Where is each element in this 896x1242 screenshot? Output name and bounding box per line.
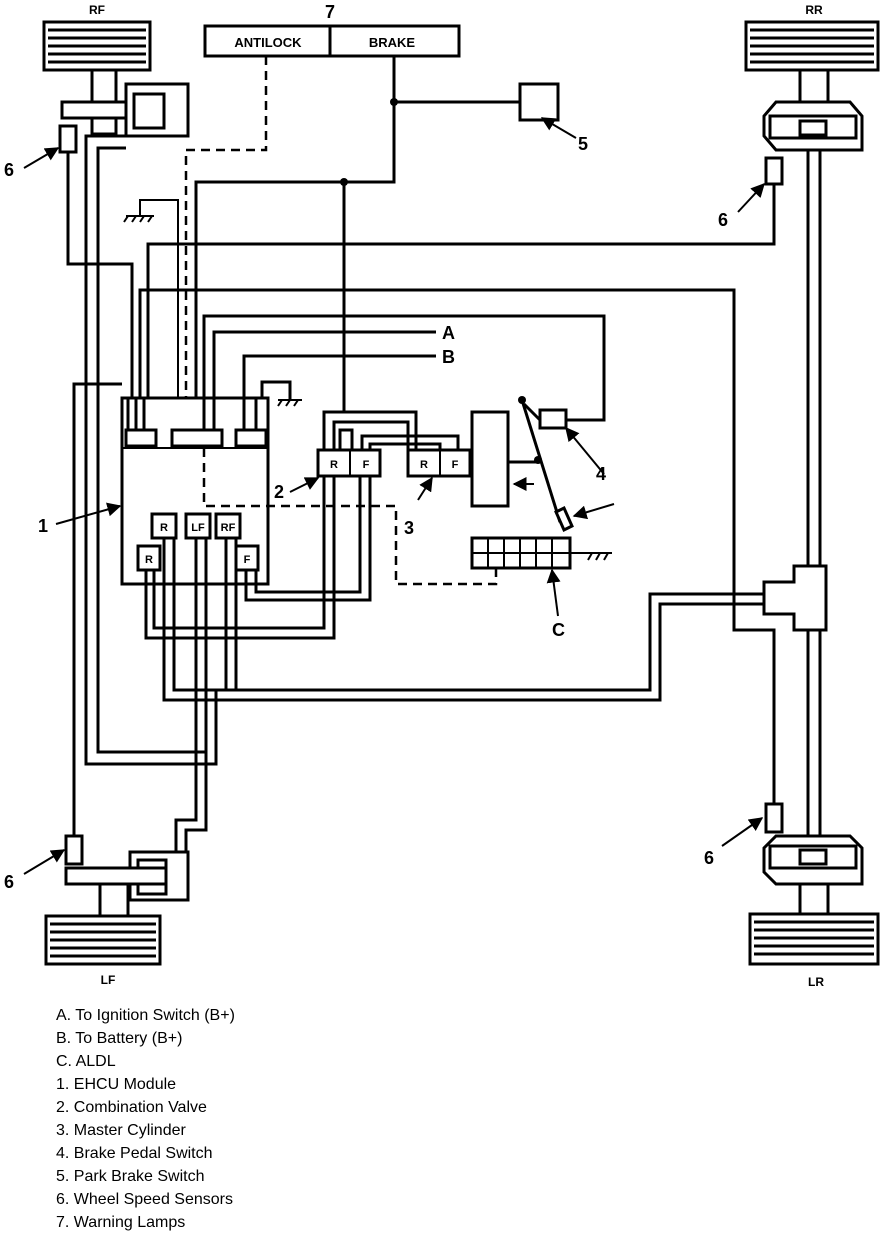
port-lf: LF <box>191 522 205 534</box>
park-brake-switch <box>518 82 560 122</box>
sensor-wiring <box>66 152 776 836</box>
port-r: R <box>145 554 153 566</box>
callout-4: 4 <box>596 464 606 484</box>
legend-item-2: 2. Combination Valve <box>56 1099 207 1116</box>
legend-item-7: 7. Warning Lamps <box>56 1214 186 1231</box>
rf-speed-sensor <box>58 124 78 154</box>
warning-lamps-number: 7 <box>325 2 335 22</box>
legend-item-b: B. To Battery (B+) <box>56 1030 183 1047</box>
module-ports <box>136 512 260 572</box>
lr-tire <box>748 912 880 966</box>
callout-3: 3 <box>404 518 414 538</box>
rr-speed-sensor <box>764 156 784 186</box>
master-cyl-r: R <box>420 459 428 471</box>
aldl-data-wire <box>202 448 498 586</box>
master-cyl-f: F <box>452 459 459 471</box>
combination-valve <box>316 410 460 478</box>
lr-hub <box>762 834 864 916</box>
callout-1: 1 <box>38 516 48 536</box>
legend-item-1: 1. EHCU Module <box>56 1076 177 1093</box>
rear-axle <box>762 150 828 836</box>
brake-pedal-switch <box>538 408 568 430</box>
aldl-connector <box>470 536 612 570</box>
hydraulic-lines <box>144 474 764 852</box>
rf-label: RF <box>89 3 105 17</box>
legend-item-5: 5. Park Brake Switch <box>56 1168 205 1185</box>
brake-lamp-wiring <box>194 56 520 430</box>
warning-lamps <box>203 24 461 58</box>
callout-c: C <box>552 620 565 640</box>
port-rf: RF <box>221 522 236 534</box>
callout-6-lr: 6 <box>704 848 714 868</box>
legend-item-a: A. To Ignition Switch (B+) <box>56 1007 235 1024</box>
legend-item-4: 4. Brake Pedal Switch <box>56 1145 213 1162</box>
legend-item-6: 6. Wheel Speed Sensors <box>56 1191 233 1208</box>
ground-top <box>123 199 179 430</box>
brake-pedal <box>518 396 615 533</box>
antilock-lamp-wire <box>184 56 268 430</box>
callout-6-rr: 6 <box>718 210 728 230</box>
legend-item-3: 3. Master Cylinder <box>56 1122 186 1139</box>
legend-item-c: C. ALDL <box>56 1053 116 1070</box>
rr-label: RR <box>805 3 823 17</box>
legend: A. To Ignition Switch (B+) B. To Battery… <box>56 1004 476 1234</box>
callout-b: B <box>442 347 455 367</box>
lr-label: LR <box>808 975 824 989</box>
rf-hub <box>60 68 190 138</box>
ehcu-power-wires <box>202 314 606 430</box>
brake-lamp-label: BRAKE <box>369 35 416 50</box>
comb-valve-r: R <box>330 459 338 471</box>
callout-a: A <box>442 323 455 343</box>
port-f: F <box>244 554 251 566</box>
lr-speed-sensor <box>764 802 784 834</box>
port-r-top: R <box>160 522 168 534</box>
callout-2: 2 <box>274 482 284 502</box>
callout-5: 5 <box>578 134 588 154</box>
comb-valve-f: F <box>363 459 370 471</box>
callout-6-lf: 6 <box>4 872 14 892</box>
rr-hub <box>762 68 864 152</box>
lf-tire <box>44 914 162 966</box>
rf-tire <box>42 20 152 72</box>
lf-label: LF <box>101 973 116 987</box>
antilock-lamp-label: ANTILOCK <box>234 35 302 50</box>
lf-speed-sensor <box>64 834 84 866</box>
lf-hub <box>64 850 190 918</box>
master-cylinder <box>406 410 540 508</box>
callout-6-rf: 6 <box>4 160 14 180</box>
rr-tire <box>744 20 880 72</box>
